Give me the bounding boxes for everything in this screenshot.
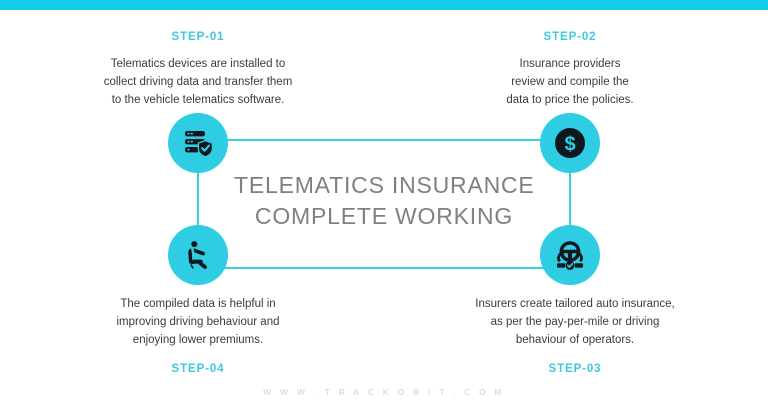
step-04-desc-line-3: enjoying lower premiums.: [132, 333, 264, 346]
center-title-line-1: TELEMATICS INSURANCE: [234, 172, 535, 198]
step-02-description: Insurance providers review and compile t…: [460, 56, 680, 109]
step-04-block: The compiled data is helpful in improvin…: [48, 296, 348, 375]
steering-wheel-hands-check-icon: [554, 239, 586, 271]
step-03-desc-line-2: as per the pay-per-mile or driving: [490, 315, 660, 328]
step-01-desc-line-2: collect driving data and transfer them: [103, 75, 293, 88]
connector-line-left: [197, 143, 199, 255]
step-02-desc-line-3: data to price the policies.: [506, 93, 634, 106]
top-accent-bar: [0, 0, 768, 10]
step-03-desc-line-1: Insurers create tailored auto insurance,: [475, 298, 675, 310]
step-03-desc-line-3: behaviour of operators.: [515, 333, 635, 346]
step-03-description: Insurers create tailored auto insurance,…: [430, 296, 720, 349]
svg-text:$: $: [564, 134, 575, 156]
step-02-block: STEP-02 Insurance providers review and c…: [460, 31, 680, 109]
step-01-block: STEP-01 Telematics devices are installed…: [48, 31, 348, 109]
step-04-desc-line-2: improving driving behaviour and: [116, 315, 280, 328]
step-01-desc-line-3: to the vehicle telematics software.: [111, 93, 285, 106]
step-03-block: Insurers create tailored auto insurance,…: [430, 296, 720, 375]
step-01-node[interactable]: [168, 113, 228, 173]
step-04-desc-line-1: The compiled data is helpful in: [120, 298, 276, 310]
step-01-label: STEP-01: [171, 31, 225, 43]
connector-line-right: [569, 143, 571, 255]
step-03-node[interactable]: [540, 225, 600, 285]
step-02-node[interactable]: $: [540, 113, 600, 173]
step-02-desc-line-2: review and compile the: [511, 75, 629, 88]
step-01-description: Telematics devices are installed to coll…: [48, 56, 348, 109]
step-03-label: STEP-03: [548, 363, 602, 376]
server-shield-icon: [182, 127, 214, 159]
footer-website: W W W . T R A C K O B I T . C O M: [263, 387, 505, 397]
dollar-coin-icon: $: [553, 126, 587, 160]
center-title-line-2: COMPLETE WORKING: [254, 203, 514, 230]
step-01-desc-line-1: Telematics devices are installed to: [110, 58, 286, 70]
seated-driver-icon: [182, 239, 214, 271]
step-02-label: STEP-02: [543, 31, 597, 43]
center-title: TELEMATICS INSURANCE COMPLETE WORKING: [234, 170, 534, 232]
connector-line-top: [198, 139, 570, 141]
step-04-node[interactable]: [168, 225, 228, 285]
connector-line-bottom: [198, 267, 570, 269]
step-02-desc-line-1: Insurance providers: [519, 58, 621, 70]
step-04-description: The compiled data is helpful in improvin…: [48, 296, 348, 349]
step-04-label: STEP-04: [171, 363, 225, 376]
